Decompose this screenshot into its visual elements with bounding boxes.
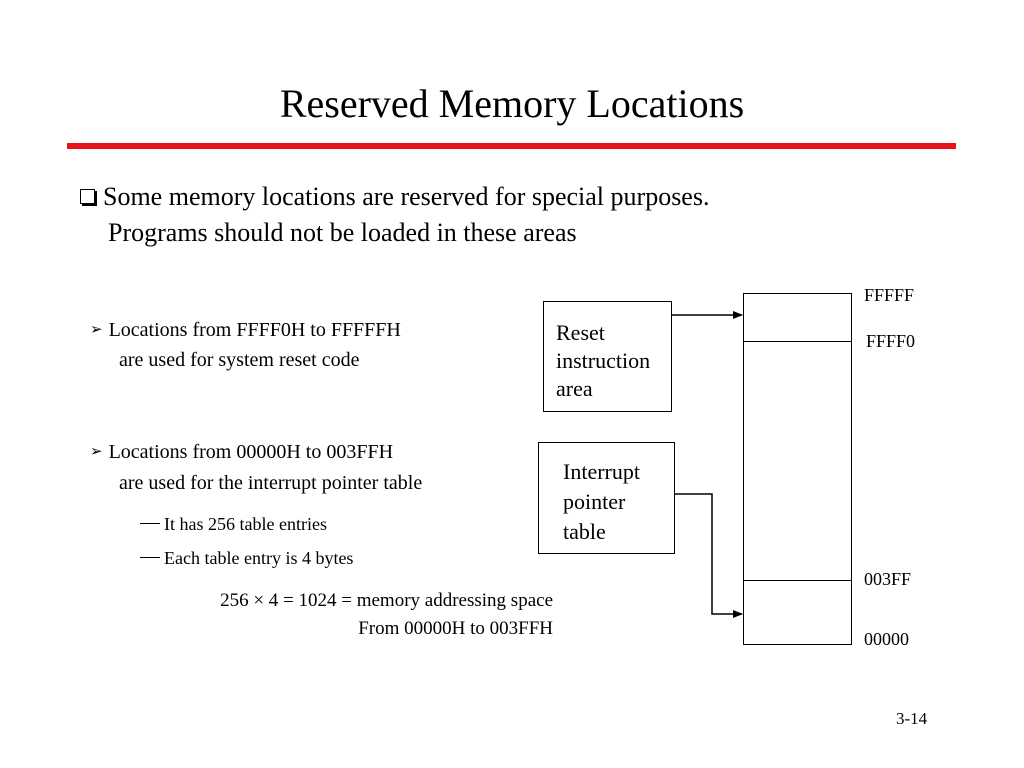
subpoint-entry-size: Each table entry is 4 bytes	[140, 546, 353, 570]
reset-instruction-area-box: Reset instruction area	[543, 301, 672, 412]
interrupt-pointer-table-box: Interrupt pointer table	[538, 442, 675, 554]
address-reset-start-label: FFFF0	[866, 331, 916, 351]
intro-bullet: Some memory locations are reserved for s…	[80, 179, 709, 215]
calculation-line-2: From 00000H to 003FFH	[358, 618, 553, 639]
arrowhead-bullet-icon: ➢	[90, 320, 103, 338]
calculation-line-1: 256 × 4 = 1024 = memory addressing space	[220, 590, 553, 611]
address-top-label: FFFFF	[864, 285, 915, 305]
reset-box-line: area	[556, 376, 593, 401]
interrupt-bullet: ➢ Locations from 00000H to 003FFH	[90, 438, 393, 465]
subpoint-text: Each table entry is 4 bytes	[164, 548, 354, 568]
interrupt-line-1: Locations from 00000H to 003FFH	[108, 441, 394, 463]
square-bullet-icon	[80, 189, 95, 204]
dash-bullet-icon	[140, 557, 160, 558]
reset-box-line: instruction	[556, 348, 651, 373]
interrupt-box-line: table	[563, 519, 606, 544]
arrowhead-bullet-icon: ➢	[90, 442, 103, 460]
interrupt-connector-arrow	[675, 493, 743, 618]
interrupt-box-line: pointer	[563, 489, 626, 514]
address-bottom-label: 00000	[864, 629, 909, 649]
subpoint-table-entries: It has 256 table entries	[140, 512, 327, 536]
reset-line-1: Locations from FFFF0H to FFFFFH	[108, 319, 401, 341]
reset-line-2: are used for system reset code	[119, 349, 360, 371]
interrupt-area-divider	[744, 580, 851, 581]
interrupt-box-line: Interrupt	[563, 459, 640, 484]
page-number: 3-14	[896, 709, 928, 728]
reset-area-divider	[744, 341, 851, 342]
slide-title: Reserved Memory Locations	[279, 81, 745, 126]
reset-box-line: Reset	[556, 320, 605, 345]
interrupt-line-2: are used for the interrupt pointer table	[119, 472, 423, 494]
reset-bullet: ➢ Locations from FFFF0H to FFFFFH	[90, 316, 401, 343]
memory-map-column	[743, 293, 852, 645]
subpoint-text: It has 256 table entries	[164, 514, 327, 534]
intro-line-2: Programs should not be loaded in these a…	[108, 218, 577, 247]
dash-bullet-icon	[140, 523, 160, 524]
title-divider	[67, 143, 956, 149]
address-interrupt-end-label: 003FF	[864, 569, 912, 589]
intro-line-1: Some memory locations are reserved for s…	[103, 182, 710, 211]
